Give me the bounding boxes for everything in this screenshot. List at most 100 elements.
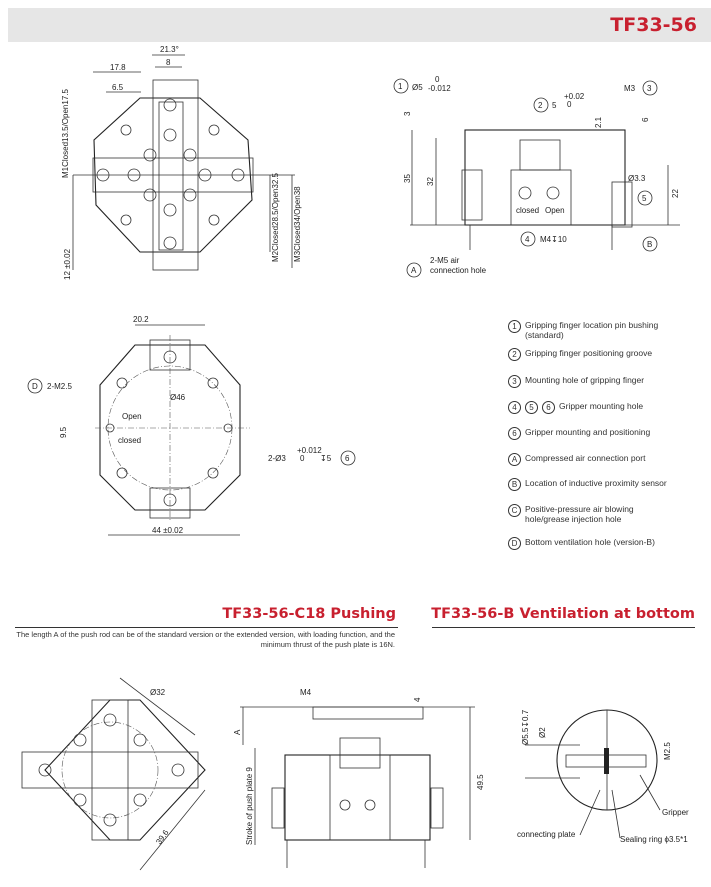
dim-9-5: 9.5 — [59, 426, 68, 438]
dim-m4: M4 — [300, 688, 312, 697]
legend-text: Gripper mounting hole — [559, 401, 644, 411]
section-title-pushing: TF33-56-C18 Pushing — [222, 606, 396, 622]
callout-circle: 3 — [508, 375, 521, 388]
dim-d2: Ø2 — [538, 727, 547, 738]
callout-circle: 6 — [542, 401, 555, 414]
pushing-note: The length A of the push rod can be of t… — [16, 630, 395, 649]
callout-6: 6 — [345, 454, 350, 463]
callout-1: 1 — [398, 82, 403, 91]
callout-circle: 4 — [508, 401, 521, 414]
dim-2-d3: 2-Ø3 — [268, 454, 286, 463]
tol: 0 — [567, 100, 572, 109]
section-title-ventilation: TF33-56-B Ventilation at bottom — [431, 606, 695, 622]
push-side-drawing: M4 4 A Stroke of push plate 9 49.5 — [233, 688, 485, 868]
legend-text: Mounting hole of gripping finger — [525, 375, 645, 385]
callout-circle: 6 — [508, 427, 521, 440]
callout-b: B — [647, 240, 652, 249]
dim-8: 8 — [166, 58, 171, 67]
dim-m2: M2Closed28.5/Open32.5 — [271, 173, 280, 263]
callout-d: D — [32, 382, 38, 391]
tol: -0.012 — [428, 84, 451, 93]
dim-m2-5: 2-M2.5 — [47, 382, 72, 391]
legend-item: 2 Gripping finger positioning groove — [508, 348, 652, 361]
legend-item: B Location of inductive proximity sensor — [508, 478, 667, 491]
callout-circle: 1 — [508, 320, 521, 333]
push-top-drawing: Ø32 39.6 — [21, 677, 206, 871]
dim-a: A — [233, 729, 242, 735]
callout-circle: D — [508, 537, 521, 550]
connecting-plate-label: connecting plate — [517, 830, 576, 839]
callout-circle: A — [508, 453, 521, 466]
legend-text: Location of inductive proximity sensor — [525, 478, 667, 488]
legend-text: Gripping finger location pin bushing (st… — [525, 320, 659, 340]
tol: 0 — [300, 454, 305, 463]
dim-3: 3 — [403, 111, 412, 116]
divider — [432, 627, 695, 628]
dim-m3: M3 — [624, 84, 636, 93]
dim-4: 4 — [413, 697, 422, 702]
sealing-ring-label: Sealing ring ϕ3.5*1 — [620, 835, 688, 844]
dim-d5-5: Ø5.5↧0.7 — [521, 709, 530, 745]
dim-angle: 21.3° — [160, 45, 179, 54]
legend-text: Positive-pressure air blowing hole/greas… — [525, 504, 634, 524]
dim-22: 22 — [671, 189, 680, 198]
dim-m1: M1Closed13.5/Open17.5 — [61, 89, 70, 179]
ventilation-drawing: Ø5.5↧0.7 Ø2 M2.5 Gripper connecting plat… — [517, 709, 689, 844]
dim-stroke: Stroke of push plate 9 — [245, 767, 254, 845]
legend-item: 3 Mounting hole of gripping finger — [508, 375, 644, 388]
dim-m3: M3Closed34/Open38 — [293, 186, 302, 262]
dim-d46: Ø46 — [170, 393, 186, 402]
dim-17-8: 17.8 — [110, 63, 126, 72]
air-hole-label: 2-M5 air — [430, 256, 460, 265]
callout-a: A — [411, 266, 417, 275]
open-label: Open — [545, 206, 565, 215]
dim-m2-5: M2.5 — [663, 742, 672, 760]
header-bar: TF33-56 — [8, 8, 711, 42]
callout-2: 2 — [538, 101, 543, 110]
callout-circle: 5 — [525, 401, 538, 414]
legend-text: Gripping finger positioning groove — [525, 348, 653, 358]
dim-49-5: 49.5 — [476, 774, 485, 790]
closed-label: closed — [118, 436, 141, 445]
depth: ↧5 — [320, 454, 332, 463]
product-title: TF33-56 — [610, 14, 697, 36]
dim-2-1: 2.1 — [594, 116, 603, 128]
callout-3: 3 — [647, 84, 652, 93]
callout-4: 4 — [525, 235, 530, 244]
callout-circle: C — [508, 504, 521, 517]
air-hole-label: connection hole — [430, 266, 487, 275]
dim-20-2: 20.2 — [133, 315, 149, 324]
side-view-drawing: 1 Ø5 0 -0.012 2 5 +0.02 0 M3 3 3 35 32 2… — [393, 75, 680, 278]
callout-circle: B — [508, 478, 521, 491]
dim-12: 12 ±0.02 — [63, 248, 72, 280]
legend-item: 6 Gripper mounting and positioning — [508, 427, 650, 440]
dim-6-5: 6.5 — [112, 83, 124, 92]
bottom-view-drawing: 20.2 D 2-M2.5 Ø46 Open closed 9.5 2-Ø3 +… — [27, 315, 356, 536]
gripper-label: Gripper — [662, 808, 689, 817]
dim-5: 5 — [552, 101, 557, 110]
dim-m4: M4↧10 — [540, 235, 567, 244]
divider — [15, 627, 398, 628]
legend-text: Gripper mounting and positioning — [525, 427, 651, 437]
open-label: Open — [122, 412, 142, 421]
legend-item: C Positive-pressure air blowing hole/grea… — [508, 504, 655, 524]
legend-item: 1 Gripping finger location pin bushing (s… — [508, 320, 685, 340]
legend-item: A Compressed air connection port — [508, 453, 645, 466]
top-view-drawing: 21.3° 8 17.8 6.5 M1Closed13.5/Open17.5 M… — [61, 45, 302, 280]
dim-d5: Ø5 — [412, 83, 423, 92]
tol: +0.02 — [564, 92, 585, 101]
callout-circle: 2 — [508, 348, 521, 361]
dim-35: 35 — [403, 174, 412, 183]
tol: 0 — [435, 75, 440, 84]
dim-32: 32 — [426, 177, 435, 186]
callout-5: 5 — [642, 194, 647, 203]
dim-d32: Ø32 — [150, 688, 166, 697]
legend-text: Compressed air connection port — [525, 453, 646, 463]
dim-d3-3: Ø3.3 — [628, 174, 646, 183]
dim-6: 6 — [641, 117, 650, 122]
tol: +0.012 — [297, 446, 322, 455]
